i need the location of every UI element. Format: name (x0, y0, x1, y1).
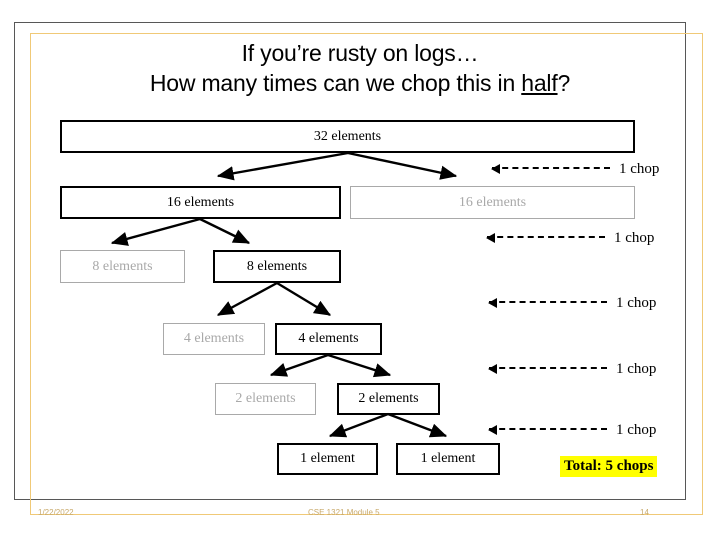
node-label: 1 element (420, 451, 476, 466)
chop-label: 1 chop (616, 294, 657, 311)
total-chops-badge: Total: 5 chops (560, 456, 658, 477)
node-label: 16 elements (458, 194, 527, 210)
title-emphasis-half: half (521, 70, 558, 96)
node-label: 8 elements (246, 258, 308, 274)
footer-date: 1/22/2022 (38, 508, 74, 517)
chop-arrow-icon (486, 233, 605, 243)
node-label: 8 elements (92, 258, 153, 274)
chop-label: 1 chop (616, 360, 657, 377)
chop-annotation-1: 1 chop (491, 160, 660, 177)
chop-label: 1 chop (616, 421, 657, 438)
tree-node-32-elements[interactable]: 32 elements (60, 120, 635, 153)
chop-annotation-2: 1 chop (486, 229, 655, 246)
title-line-1: If you’re rusty on logs… (241, 40, 479, 66)
chop-annotation-3: 1 chop (488, 294, 657, 311)
tree-node-4-elements-right[interactable]: 4 elements (275, 323, 382, 355)
tree-node-16-elements-right[interactable]: 16 elements (350, 186, 635, 219)
chop-arrow-icon (491, 164, 610, 174)
tree-node-1-element-left[interactable]: 1 element (277, 443, 378, 475)
node-label: 32 elements (313, 128, 382, 144)
node-label: 4 elements (298, 331, 359, 346)
title-line-2-suffix: ? (557, 70, 571, 96)
chop-label: 1 chop (619, 160, 660, 177)
chop-arrow-icon (488, 364, 607, 374)
chop-arrow-icon (488, 425, 607, 435)
node-label: 1 element (300, 451, 355, 466)
tree-node-4-elements-left[interactable]: 4 elements (163, 323, 265, 355)
tree-node-8-elements-right[interactable]: 8 elements (213, 250, 341, 283)
title-line-2-prefix: How many times can we chop this in (149, 70, 522, 96)
node-label: 4 elements (183, 331, 245, 346)
chop-annotation-4: 1 chop (488, 360, 657, 377)
chop-arrow-icon (488, 298, 607, 308)
tree-node-8-elements-left[interactable]: 8 elements (60, 250, 185, 283)
footer-page-number: 14 (640, 508, 649, 517)
title-line-2: How many times can we chop this in half? (40, 68, 680, 98)
node-label: 2 elements (235, 391, 296, 406)
slide-title: If you’re rusty on logs… How many times … (40, 38, 680, 98)
chop-label: 1 chop (614, 229, 655, 246)
tree-node-2-elements-right[interactable]: 2 elements (337, 383, 440, 415)
node-label: 2 elements (358, 391, 419, 406)
tree-node-16-elements-left[interactable]: 16 elements (60, 186, 341, 219)
tree-node-1-element-right[interactable]: 1 element (396, 443, 500, 475)
chop-annotation-5: 1 chop (488, 421, 657, 438)
node-label: 16 elements (166, 194, 235, 210)
footer-course-title: CSE 1321 Module 5 (308, 508, 380, 517)
tree-node-2-elements-left[interactable]: 2 elements (215, 383, 316, 415)
